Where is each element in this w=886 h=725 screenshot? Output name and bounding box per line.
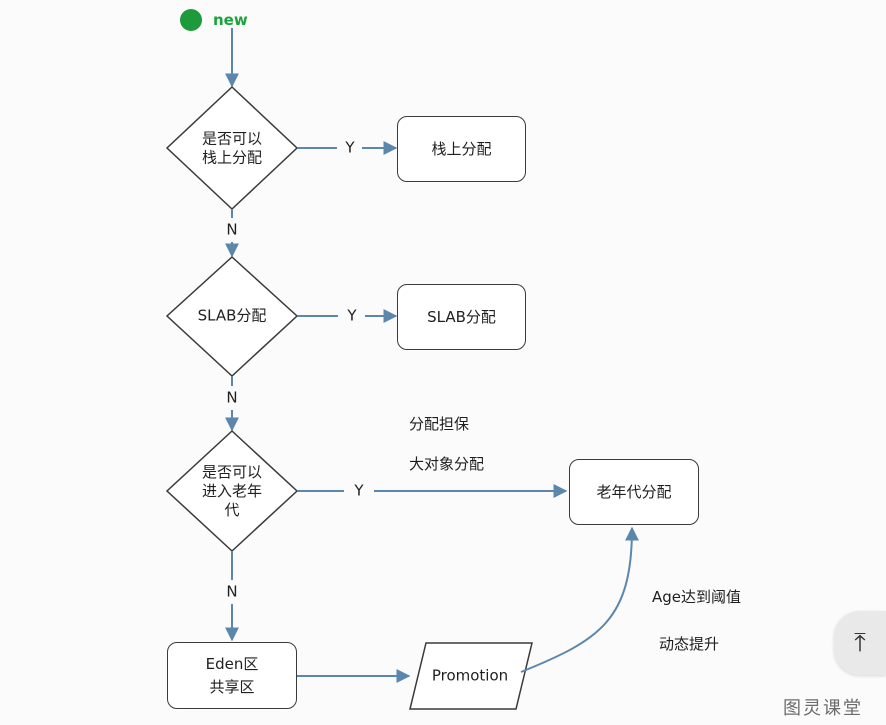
edge-label-no-2: N bbox=[226, 388, 238, 407]
decision-old-label: 是否可以进入老年代 bbox=[201, 462, 263, 519]
box-stack-allocation: 栈上分配 bbox=[397, 116, 526, 182]
decision-stack-label: 是否可以栈上分配 bbox=[201, 129, 263, 166]
arrow-up-bar-icon: ⤒ bbox=[854, 627, 866, 658]
note-dynamic-promotion: 动态提升 bbox=[659, 635, 720, 653]
promotion-shape bbox=[409, 642, 533, 710]
decision-slab-label: SLAB分配 bbox=[197, 306, 267, 325]
edge-label-yes-2: Y bbox=[347, 306, 357, 325]
edge-label-yes-3: Y bbox=[354, 481, 364, 500]
start-node-icon bbox=[180, 9, 202, 31]
box-slab-allocation: SLAB分配 bbox=[397, 284, 526, 350]
box-eden-shared: Eden区共享区 bbox=[167, 642, 297, 709]
note-age-threshold: Age达到阈值 bbox=[652, 588, 742, 606]
watermark: 图灵课堂 bbox=[783, 698, 863, 719]
box-old-gen-allocation: 老年代分配 bbox=[569, 459, 699, 525]
edge-label-no-3: N bbox=[226, 582, 238, 601]
edge-label-yes-1: Y bbox=[345, 138, 355, 157]
scroll-to-top-button[interactable]: ⤒ bbox=[834, 611, 886, 675]
edge-label-no-1: N bbox=[226, 220, 238, 239]
note-large-object: 大对象分配 bbox=[409, 455, 485, 473]
note-allocation-guarantee: 分配担保 bbox=[409, 415, 470, 433]
start-label: new bbox=[213, 11, 248, 29]
promotion-label: Promotion bbox=[431, 666, 509, 685]
edge-promotion-to-old bbox=[520, 526, 639, 673]
